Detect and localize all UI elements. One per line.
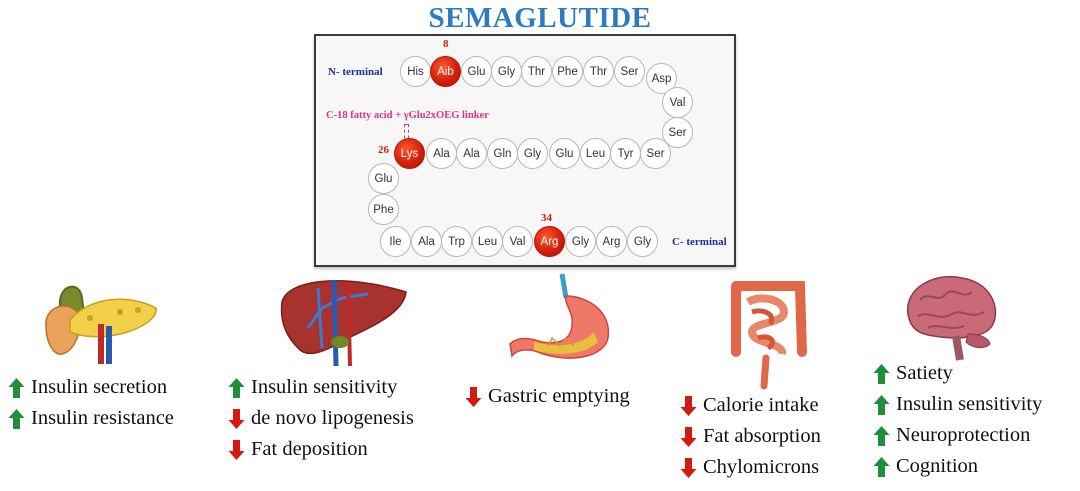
position-26-label: 26 <box>378 144 389 156</box>
residue-gly: Gly <box>517 138 548 169</box>
residue-ala: Ala <box>456 138 487 169</box>
pancreas-effects: Insulin secretion Insulin resistance <box>8 372 174 434</box>
up-arrow-icon <box>873 394 890 416</box>
position-8-label: 8 <box>443 38 449 50</box>
effect-text: de novo lipogenesis <box>251 407 414 429</box>
liver-icon <box>278 268 410 373</box>
residue-arg: Arg <box>596 226 627 257</box>
peptide-sequence-panel: N- terminal C- terminal C-18 fatty acid … <box>314 34 736 267</box>
down-arrow-icon <box>680 426 697 448</box>
down-arrow-icon <box>228 439 245 461</box>
stomach-effects: Gastric emptying <box>465 381 630 412</box>
intestine-effects: Calorie intake Fat absorption Chylomicro… <box>680 390 821 483</box>
effect-item: Insulin sensitivity <box>873 389 1042 420</box>
brain-effects: Satiety Insulin sensitivity Neuroprotect… <box>873 358 1042 482</box>
residue-aib: Aib <box>430 56 461 87</box>
up-arrow-icon <box>873 425 890 447</box>
linker-label: C-18 fatty acid + γGlu2xOEG linker <box>326 110 489 121</box>
residue-arg: Arg <box>534 226 565 257</box>
effect-item: Gastric emptying <box>465 381 630 412</box>
residue-gly: Gly <box>491 56 522 87</box>
effect-item: Fat deposition <box>228 434 414 465</box>
up-arrow-icon <box>873 363 890 385</box>
residue-val: Val <box>662 87 693 118</box>
effect-item: Insulin secretion <box>8 372 174 403</box>
position-34-label: 34 <box>541 212 552 224</box>
effect-text: Gastric emptying <box>488 385 630 407</box>
pancreas-icon <box>40 276 160 373</box>
residue-phe: Phe <box>368 194 399 225</box>
residue-phe: Phe <box>552 56 583 87</box>
effect-text: Fat absorption <box>703 425 821 447</box>
residue-thr: Thr <box>583 56 614 87</box>
residue-his: His <box>400 56 431 87</box>
residue-ala: Ala <box>411 226 442 257</box>
effect-item: Calorie intake <box>680 390 821 421</box>
residue-leu: Leu <box>580 138 611 169</box>
residue-gly: Gly <box>565 226 596 257</box>
effect-text: Insulin resistance <box>31 407 174 429</box>
effect-text: Insulin secretion <box>31 376 168 398</box>
effect-item: Insulin resistance <box>8 403 174 434</box>
up-arrow-icon <box>228 377 245 399</box>
residue-glu: Glu <box>549 138 580 169</box>
effect-text: Insulin sensitivity <box>251 376 398 398</box>
effect-text: Fat deposition <box>251 438 368 460</box>
effect-text: Cognition <box>896 455 979 477</box>
effect-item: Fat absorption <box>680 421 821 452</box>
effect-text: Neuroprotection <box>896 424 1031 446</box>
residue-glu: Glu <box>461 56 492 87</box>
stomach-icon <box>508 272 616 369</box>
residue-gly: Gly <box>627 226 658 257</box>
down-arrow-icon <box>465 386 482 408</box>
effect-text: Insulin sensitivity <box>896 393 1043 415</box>
effect-item: Insulin sensitivity <box>228 372 414 403</box>
effect-item: Cognition <box>873 451 1042 482</box>
effect-text: Chylomicrons <box>703 456 820 478</box>
diagram-title: SEMAGLUTIDE <box>428 2 652 34</box>
c-terminal-label: C- terminal <box>672 236 727 248</box>
residue-gln: Gln <box>487 138 518 169</box>
up-arrow-icon <box>8 377 25 399</box>
effect-text: Satiety <box>896 362 953 384</box>
residue-ser: Ser <box>662 117 693 148</box>
up-arrow-icon <box>873 456 890 478</box>
residue-ala: Ala <box>426 138 457 169</box>
down-arrow-icon <box>228 408 245 430</box>
residue-ser: Ser <box>614 56 645 87</box>
n-terminal-label: N- terminal <box>328 66 383 78</box>
residue-ile: Ile <box>380 226 411 257</box>
residue-leu: Leu <box>472 226 503 257</box>
residue-glu: Glu <box>368 163 399 194</box>
effect-text: Calorie intake <box>703 394 819 416</box>
effect-item: Neuroprotection <box>873 420 1042 451</box>
effect-item: Satiety <box>873 358 1042 389</box>
effect-item: de novo lipogenesis <box>228 403 414 434</box>
brain-icon <box>898 270 1002 367</box>
residue-lys: Lys <box>394 138 425 169</box>
up-arrow-icon <box>8 408 25 430</box>
down-arrow-icon <box>680 395 697 417</box>
intestine-icon <box>722 272 814 397</box>
residue-trp: Trp <box>441 226 472 257</box>
down-arrow-icon <box>680 457 697 479</box>
effect-item: Chylomicrons <box>680 452 821 483</box>
residue-ser: Ser <box>640 138 671 169</box>
residue-tyr: Tyr <box>610 138 641 169</box>
residue-thr: Thr <box>521 56 552 87</box>
liver-effects: Insulin sensitivity de novo lipogenesis … <box>228 372 414 465</box>
residue-val: Val <box>502 226 533 257</box>
